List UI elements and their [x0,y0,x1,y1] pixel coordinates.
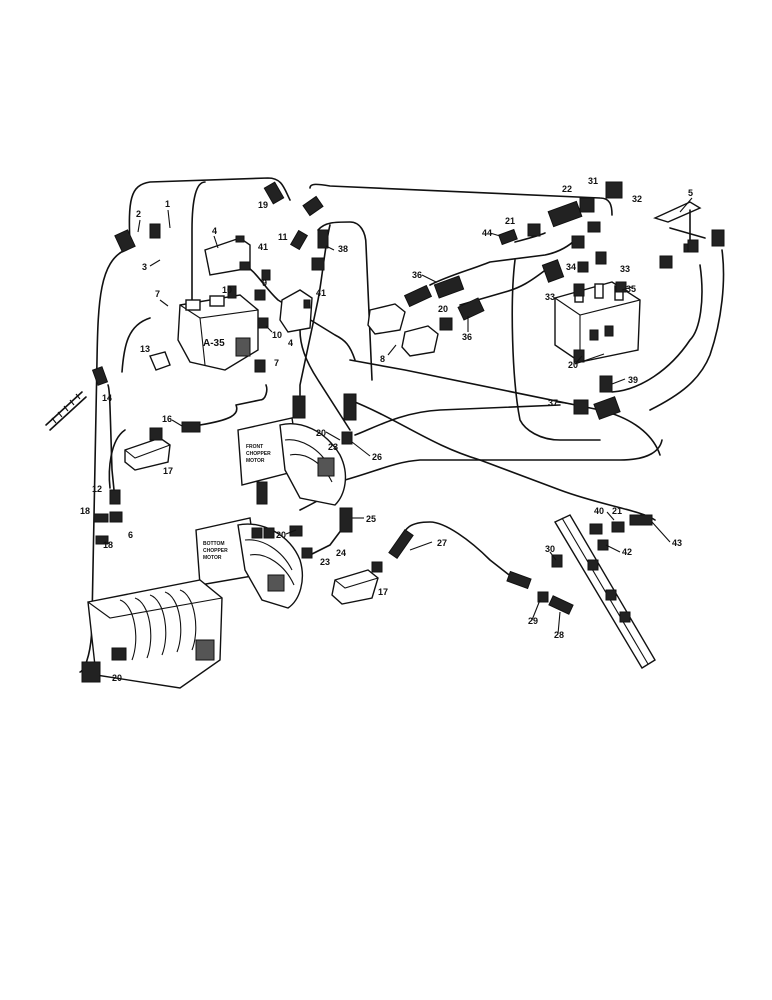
drum-motor [87,579,223,689]
lower-motor-label-2: CHOPPER [203,548,228,554]
callout-14: 14 [102,393,112,403]
lower-motor-label-1: BOTTOM [203,541,225,547]
callout-20-upper-motor: 20 [316,428,326,438]
callout-18-top: 18 [80,506,90,516]
callout-2: 2 [136,209,141,219]
callout-3: 3 [142,262,147,272]
callout-11: 11 [278,232,288,242]
filter-housing-lower [331,569,379,605]
callout-23-upper: 23 [328,442,338,452]
callout-23-lower: 23 [320,557,330,567]
callout-29: 29 [528,616,538,626]
callout-36-bottom: 36 [462,332,472,342]
callout-13: 13 [140,344,150,354]
check-valve-blocks [367,303,439,357]
callout-43: 43 [672,538,682,548]
callout-30: 30 [545,544,555,554]
callout-16: 16 [162,414,172,424]
callout-9: 9 [262,278,267,288]
upper-motor-label-1: FRONT [246,444,263,450]
callout-25: 25 [366,514,376,524]
callout-33-right: 33 [620,264,630,274]
callout-36-top: 36 [412,270,422,280]
callout-10-left: 10 [222,285,232,295]
control-valve-block: A-35 [177,294,259,371]
callout-39: 39 [628,375,638,385]
callout-21-top: 21 [505,216,515,226]
callout-40: 40 [594,506,604,516]
callout-41-left: 41 [258,242,268,252]
callout-10-right: 10 [272,330,282,340]
callout-33-left: 33 [545,292,555,302]
hose-lines [79,177,725,673]
callout-22: 22 [562,184,572,194]
lower-motor-label-3: MOTOR [203,555,222,561]
solenoid-block-right [279,289,313,333]
callout-37: 37 [548,398,558,408]
callout-6: 6 [128,530,133,540]
upper-motor-label-2: CHOPPER [246,451,271,457]
callout-35: 35 [626,284,636,294]
front-chopper-motor: FRONT CHOPPER MOTOR [237,417,347,506]
callout-32: 32 [632,194,642,204]
callout-26: 26 [372,452,382,462]
callout-24: 24 [336,548,346,558]
callout-8: 8 [380,354,385,364]
callout-20-pump: 20 [568,360,578,370]
callout-41-right: 41 [316,288,326,298]
callout-4-left: 4 [212,226,217,236]
callout-17-lower: 17 [378,587,388,597]
manifold-bar [45,391,87,431]
callout-28: 28 [554,630,564,640]
callout-21-rail: 21 [612,506,622,516]
solenoid-block-left [204,235,251,276]
diagonal-rail [554,514,656,669]
callout-5: 5 [688,188,693,198]
callout-34: 34 [566,262,576,272]
callout-18-bottom: 18 [103,540,113,550]
junction-box-13 [149,351,171,371]
bottom-chopper-motor: BOTTOM CHOPPER MOTOR [195,517,304,609]
upper-motor-label-3: MOTOR [246,458,265,464]
callout-1: 1 [165,199,170,209]
callout-7-top: 7 [155,289,160,299]
callout-19: 19 [258,200,268,210]
leader-lines [137,197,693,635]
callout-17-left: 17 [163,466,173,476]
callout-12: 12 [92,484,102,494]
callout-27: 27 [437,538,447,548]
callout-42: 42 [622,547,632,557]
callout-38: 38 [338,244,348,254]
callout-20-lower-motor: 20 [276,530,286,540]
callout-7-right: 7 [274,358,279,368]
callout-44: 44 [482,228,492,238]
callout-20-mid: 20 [438,304,448,314]
callout-20-drum: 20 [112,673,122,683]
fittings [81,181,725,683]
callout-4-right: 4 [288,338,293,348]
callout-31: 31 [588,176,598,186]
valve-tag: A-35 [203,338,225,349]
gear-pump [554,281,641,363]
callout-labels: 1 2 3 4 4 5 6 7 7 8 9 10 10 11 12 13 14 … [80,176,693,683]
